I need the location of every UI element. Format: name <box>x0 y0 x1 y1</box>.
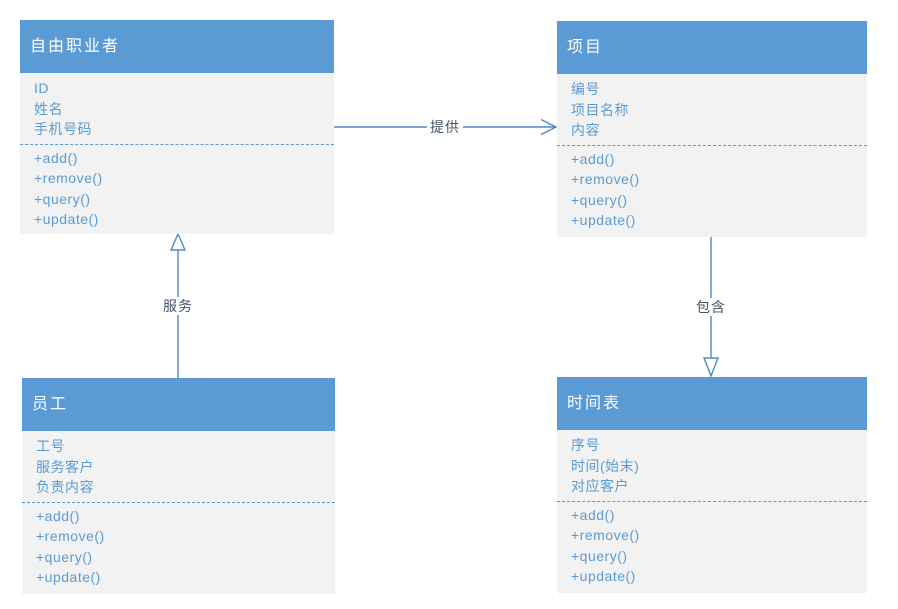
attribute-list: 编号项目名称内容 <box>557 79 867 141</box>
class-title: 时间表 <box>557 377 867 430</box>
class-attribute: 工号 <box>36 438 65 454</box>
hollow-triangle-up-icon <box>169 232 187 251</box>
class-method: +update() <box>571 568 636 584</box>
class-attribute: 项目名称 <box>571 101 629 118</box>
method-list: +add() +remove() +query() +update() <box>557 149 867 231</box>
attribute-list: ID 姓名手机号码 <box>20 78 334 140</box>
class-box-employee: 员工 工号服务客户负责内容 +add() +remove() +query() +up… <box>22 378 335 594</box>
class-method: +query() <box>571 191 628 208</box>
hollow-triangle-down-icon <box>702 357 720 378</box>
section-divider <box>20 143 334 145</box>
attribute-list: 工号服务客户负责内容 <box>22 436 335 498</box>
class-attribute: 姓名 <box>34 100 63 117</box>
section-divider <box>22 501 335 503</box>
class-method: +remove() <box>571 171 640 187</box>
class-method: +remove() <box>34 170 103 186</box>
class-attribute: 编号 <box>571 81 600 97</box>
class-box-freelancer: 自由职业者 ID 姓名手机号码 +add() +remove() +query() +u… <box>20 20 334 234</box>
class-attribute: 对应客户 <box>571 478 629 494</box>
class-attribute: 服务客户 <box>36 458 94 475</box>
class-attribute: ID <box>34 80 49 96</box>
class-method: +add() <box>571 506 615 523</box>
class-attribute: 内容 <box>571 122 600 138</box>
class-method: +query() <box>36 548 93 565</box>
class-method: +query() <box>34 190 91 207</box>
class-method: +remove() <box>571 527 640 543</box>
class-body: 编号项目名称内容 +add() +remove() +query() +update(… <box>557 74 867 237</box>
class-method: +add() <box>571 150 615 167</box>
class-method: +update() <box>36 569 101 585</box>
edge-label-serve: 服务 <box>160 297 196 315</box>
class-attribute: 负责内容 <box>36 479 94 495</box>
class-body: 序号时间(始末) 对应客户 +add() +remove() +query() +upd… <box>557 430 867 593</box>
class-attribute: 序号 <box>571 437 600 453</box>
class-body: ID 姓名手机号码 +add() +remove() +query() +update(… <box>20 73 334 234</box>
class-method: +remove() <box>36 528 105 544</box>
section-divider <box>557 144 867 146</box>
class-body: 工号服务客户负责内容 +add() +remove() +query() +updat… <box>22 431 335 594</box>
class-method: +query() <box>571 547 628 564</box>
edge-label-contain: 包含 <box>693 298 729 316</box>
method-list: +add() +remove() +query() +update() <box>22 506 335 588</box>
class-method: +update() <box>34 211 99 227</box>
method-list: +add() +remove() +query() +update() <box>557 505 867 587</box>
class-box-project: 项目 编号项目名称内容 +add() +remove() +query() +upda… <box>557 21 867 237</box>
open-arrowhead-icon <box>540 118 558 136</box>
section-divider <box>557 500 867 502</box>
class-method: +add() <box>36 507 80 524</box>
method-list: +add() +remove() +query() +update() <box>20 148 334 230</box>
class-attribute: 手机号码 <box>34 121 92 137</box>
attribute-list: 序号时间(始末) 对应客户 <box>557 435 867 497</box>
class-method: +add() <box>34 149 78 166</box>
class-title: 项目 <box>557 21 867 74</box>
class-title: 员工 <box>22 378 335 431</box>
class-box-timetable: 时间表 序号时间(始末) 对应客户 +add() +remove() +query()… <box>557 377 867 593</box>
class-attribute: 时间(始末) <box>571 457 640 474</box>
edge-label-provide: 提供 <box>427 118 463 136</box>
class-title: 自由职业者 <box>20 20 334 73</box>
class-method: +update() <box>571 212 636 228</box>
